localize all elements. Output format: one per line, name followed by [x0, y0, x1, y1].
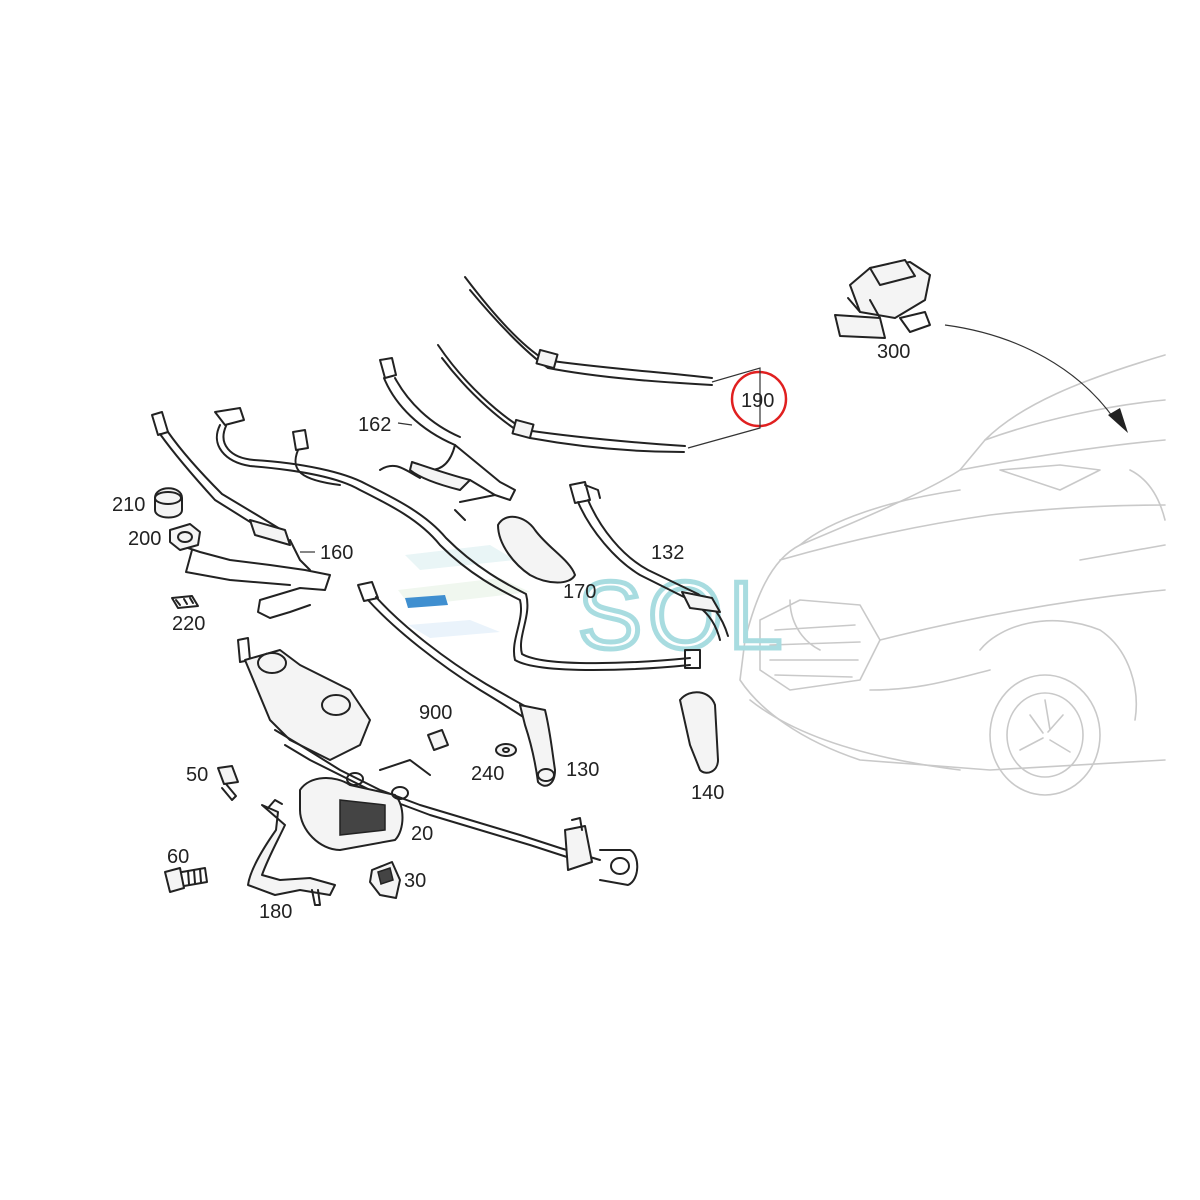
bolt-50	[217, 765, 239, 801]
bolt-60	[164, 867, 208, 893]
label-240: 240	[471, 763, 504, 785]
label-180: 180	[259, 901, 292, 923]
highlight-circle	[730, 370, 788, 428]
wiper-arm-160	[151, 411, 331, 619]
label-160: 160	[320, 542, 353, 564]
rain-sensor-300	[834, 259, 931, 339]
wiper-arm-162	[379, 357, 516, 521]
leader-lines	[300, 422, 413, 553]
label-140: 140	[691, 782, 724, 804]
watermark: SOL	[398, 545, 788, 672]
part-labels: 300 190 162 210 200 160 132 170 220 900 …	[112, 341, 910, 923]
label-20: 20	[411, 823, 433, 845]
wiper-linkage-20	[237, 637, 639, 886]
bracket-180	[247, 799, 336, 906]
label-900: 900	[419, 702, 452, 724]
clip-220	[171, 595, 199, 609]
cover-140	[679, 691, 719, 774]
label-190: 190	[741, 390, 774, 412]
watermark-text: SOL	[578, 562, 788, 669]
label-30: 30	[404, 870, 426, 892]
watermark-bar-blue	[405, 595, 448, 608]
label-132: 132	[651, 542, 684, 564]
cap-210	[154, 487, 183, 519]
label-220: 220	[172, 613, 205, 635]
arrow-head	[1108, 408, 1128, 433]
car-outline	[739, 354, 1166, 796]
label-210: 210	[112, 494, 145, 516]
label-50: 50	[186, 764, 208, 786]
wiper-blade-190	[437, 276, 761, 453]
wiper-arm-130	[357, 581, 556, 787]
washer-240	[495, 743, 517, 757]
washer-hoses	[214, 407, 701, 671]
label-130: 130	[566, 759, 599, 781]
bracket-30	[369, 861, 401, 899]
nut-200	[169, 523, 201, 551]
arrow-to-car	[944, 324, 1116, 421]
label-300: 300	[877, 341, 910, 363]
label-170: 170	[563, 581, 596, 603]
label-162: 162	[358, 414, 391, 436]
bracket-900	[427, 729, 449, 751]
label-200: 200	[128, 528, 161, 550]
label-60: 60	[167, 846, 189, 868]
wiper-arm-132	[569, 481, 729, 641]
cover-170	[497, 515, 576, 584]
